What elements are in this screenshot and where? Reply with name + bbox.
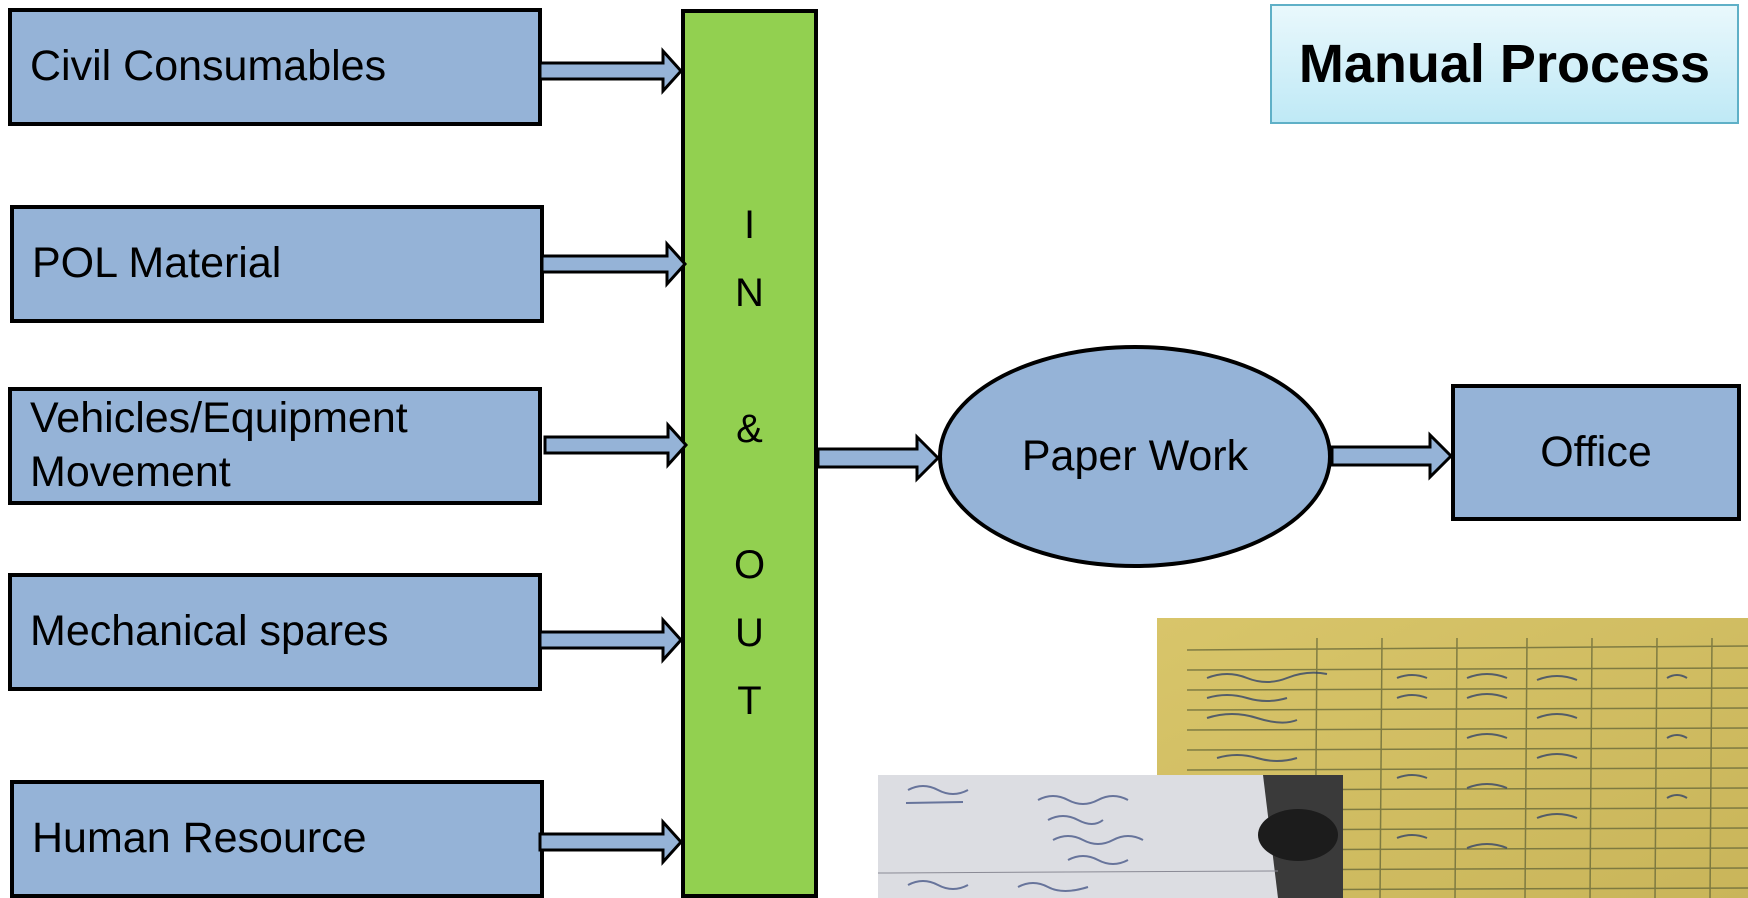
office-node: Office <box>1451 384 1741 521</box>
hub-letter: U <box>735 611 764 655</box>
input-box-human-resource: Human Resource <box>10 780 544 898</box>
arrow-human-to-hub <box>538 818 684 866</box>
hub-letter: O <box>733 543 766 587</box>
input-box-mechanical-spares: Mechanical spares <box>8 573 542 691</box>
input-label: Human Resource <box>32 814 367 863</box>
hub-letter: I <box>743 203 756 247</box>
hub-letter: N <box>735 271 764 315</box>
input-label: Vehicles/Equipment Movement <box>30 394 408 496</box>
input-box-vehicles-equipment: Vehicles/Equipment Movement <box>8 387 542 505</box>
arrow-civil-to-hub <box>538 47 684 95</box>
paper-work-label: Paper Work <box>1021 432 1249 480</box>
slide-title-text: Manual Process <box>1298 34 1711 94</box>
arrow-hub-to-paperwork <box>816 433 941 483</box>
handwritten-note-photo <box>878 775 1343 898</box>
paper-work-node: Paper Work <box>938 345 1332 568</box>
hub-letter: T <box>737 679 762 723</box>
input-label: Mechanical spares <box>30 607 389 656</box>
input-label: Civil Consumables <box>30 42 387 91</box>
slide-title: Manual Process <box>1270 4 1739 124</box>
input-label: POL Material <box>32 239 282 288</box>
office-label: Office <box>1540 428 1652 476</box>
arrow-vehicles-to-hub <box>543 421 689 469</box>
arrow-pol-to-hub <box>540 240 688 288</box>
in-out-hub: I N & O U T <box>681 9 818 898</box>
hub-letter: & <box>736 407 763 451</box>
input-box-pol-material: POL Material <box>10 205 544 323</box>
arrow-paperwork-to-office <box>1330 431 1454 481</box>
arrow-mechanical-to-hub <box>538 616 684 664</box>
input-box-civil-consumables: Civil Consumables <box>8 8 542 126</box>
